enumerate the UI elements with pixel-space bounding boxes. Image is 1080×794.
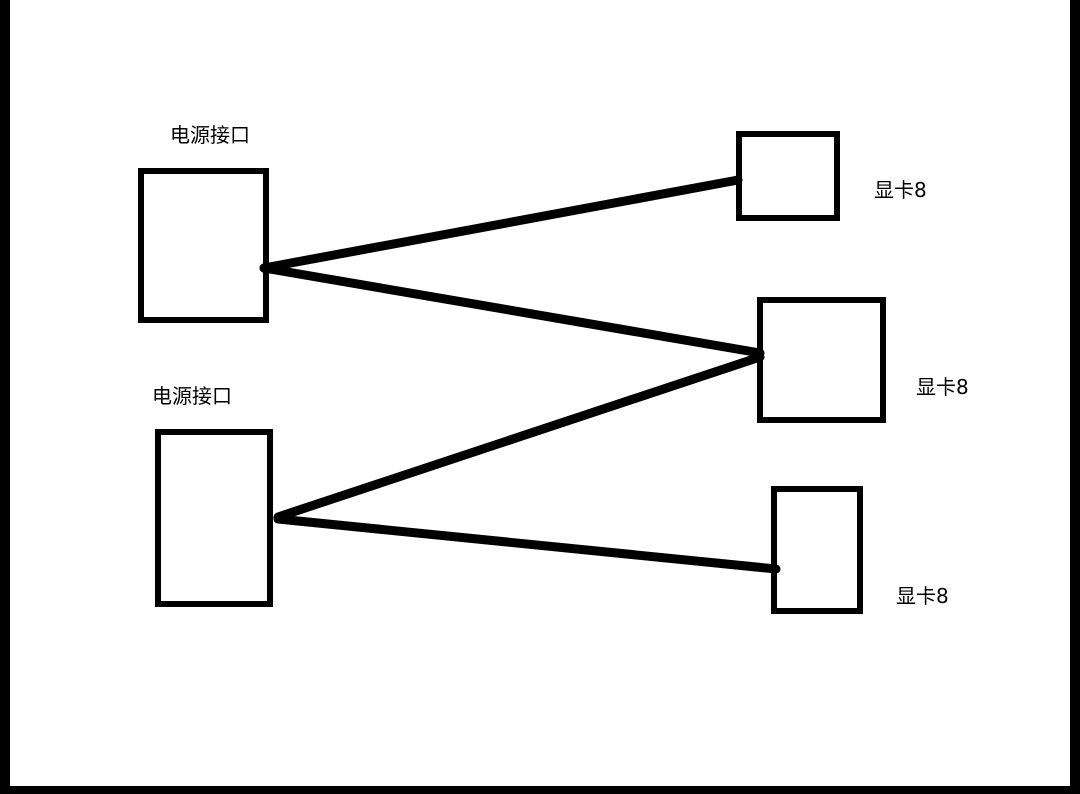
power-port-label-2: 电源接口: [152, 384, 232, 408]
power-port-box-1: [138, 168, 269, 323]
cable-power1-gpu2: [259, 263, 765, 358]
gpu-box-2: [757, 297, 886, 423]
cable-power1-gpu1: [259, 175, 743, 273]
gpu-label-1: 显卡8: [874, 178, 927, 202]
gpu-box-3: [771, 486, 863, 614]
power-port-label-1: 电源接口: [170, 123, 250, 147]
cable-power2-gpu3: [273, 514, 781, 574]
power-port-box-2: [155, 429, 273, 607]
gpu-box-1: [736, 131, 840, 221]
drawing-canvas: [10, 0, 1070, 786]
cable-power2-gpu2: [273, 352, 765, 522]
gpu-label-3: 显卡8: [896, 584, 949, 608]
gpu-label-2: 显卡8: [916, 375, 969, 399]
